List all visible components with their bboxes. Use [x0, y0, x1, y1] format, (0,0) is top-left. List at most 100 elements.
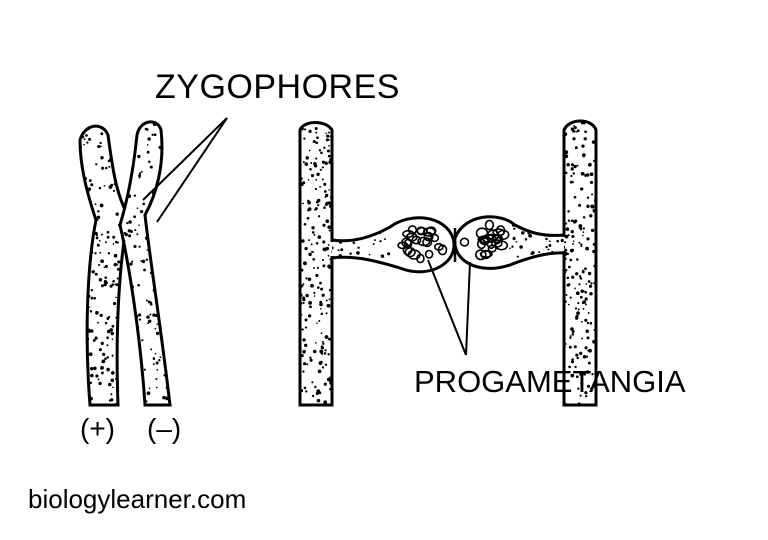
granule-dot: [329, 380, 332, 384]
granule-dot: [599, 315, 602, 318]
granule-dot: [313, 164, 318, 168]
granule-dot: [122, 127, 125, 130]
granule-dot: [127, 194, 132, 198]
granule-dot: [560, 238, 564, 243]
granule-dot: [80, 383, 81, 387]
granule-dot: [124, 302, 127, 306]
granule-dot: [162, 227, 167, 231]
granule-dot: [146, 143, 149, 146]
granule-dot: [126, 339, 128, 342]
granule-dot: [80, 205, 81, 209]
granule-dot: [319, 168, 322, 171]
granule-dot: [564, 300, 567, 304]
granule-dot: [90, 296, 94, 300]
granule-dot: [81, 135, 85, 139]
granule-dot: [329, 258, 332, 261]
granule-dot: [314, 342, 317, 344]
granule-dot: [320, 332, 323, 335]
granule-dot: [169, 362, 170, 367]
granule-dot: [584, 303, 587, 306]
granule-dot: [101, 359, 106, 364]
granule-dot: [589, 291, 593, 296]
granule-dot: [564, 342, 567, 346]
granule-dot: [94, 272, 98, 276]
granule-dot: [587, 271, 592, 276]
granule-dot: [349, 252, 352, 255]
granule-dot: [83, 214, 87, 218]
granule-dot: [125, 331, 128, 335]
granule-dot: [320, 346, 325, 350]
granule-dot: [352, 241, 356, 245]
granule-dot: [166, 328, 169, 332]
granule-dot: [579, 116, 582, 119]
granule-dot: [104, 357, 107, 360]
granule-dot: [103, 119, 105, 121]
granule-dot: [590, 282, 593, 285]
granule-dot: [128, 119, 130, 121]
granule-dot: [113, 183, 116, 186]
granule-dot: [150, 117, 152, 119]
granule-dot: [138, 174, 142, 178]
granule-dot: [121, 316, 125, 320]
granule-dot: [334, 323, 336, 325]
granule-dot: [580, 377, 583, 380]
granule-dot: [329, 376, 331, 379]
granule-dot: [575, 375, 579, 379]
granule-dot: [328, 189, 330, 191]
granule-dot: [580, 245, 583, 248]
granule-dot: [564, 150, 569, 155]
granule-dot: [165, 224, 168, 227]
granule-dot: [121, 382, 126, 386]
granule-dot: [77, 298, 79, 300]
granule-dot: [138, 172, 142, 175]
granule-dot: [100, 341, 104, 346]
granule-dot: [566, 162, 570, 167]
granule-dot: [331, 145, 332, 149]
granule-dot: [157, 263, 161, 267]
granule-dot: [126, 134, 128, 138]
granule-dot: [86, 141, 89, 144]
granule-dot: [146, 406, 148, 408]
granule-dot: [121, 143, 124, 146]
granule-dot: [113, 301, 117, 306]
granule-dot: [119, 322, 123, 326]
granule-dot: [125, 312, 128, 316]
granule-dot: [120, 180, 121, 183]
granule-dot: [337, 223, 342, 227]
granule-dot: [340, 248, 344, 252]
granule-dot: [585, 395, 588, 398]
granule-dot: [582, 231, 585, 233]
granule-dot: [130, 333, 134, 337]
nucleus: [487, 244, 497, 253]
granule-dot: [324, 196, 327, 199]
nucleus: [484, 219, 495, 231]
granule-dot: [570, 327, 574, 331]
granule-dot: [570, 163, 575, 167]
granule-dot: [575, 130, 578, 133]
granule-dot: [133, 244, 137, 248]
nucleus: [479, 250, 493, 258]
granule-dot: [577, 402, 581, 405]
granule-dot: [81, 237, 84, 239]
granule-dot: [159, 279, 163, 283]
granule-dot: [168, 308, 170, 313]
granule-dot: [122, 131, 125, 134]
granule-dot: [309, 305, 312, 309]
granule-dot: [124, 347, 128, 351]
granule-dot: [95, 374, 99, 378]
granule-dot: [319, 349, 324, 354]
granule-dot: [106, 230, 110, 234]
nucleus: [492, 233, 502, 245]
granule-dot: [322, 342, 325, 345]
granule-dot: [578, 283, 581, 286]
granule-dot: [110, 378, 115, 383]
granule-dot: [304, 246, 308, 251]
granule-dot: [564, 248, 568, 252]
granule-dot: [584, 291, 587, 294]
granule-dot: [101, 166, 105, 170]
granule-dot: [552, 257, 555, 260]
granule-dot: [576, 164, 579, 167]
granule-dot: [581, 337, 584, 340]
granule-dot: [163, 374, 166, 377]
granule-dot: [519, 245, 523, 249]
